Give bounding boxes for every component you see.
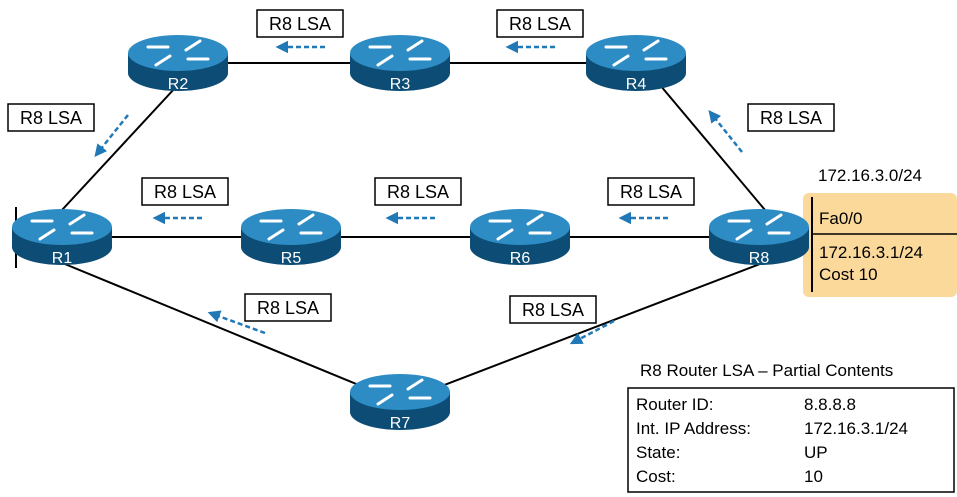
lsa-arrows	[94, 40, 743, 345]
arrow-r8-r4	[708, 110, 743, 153]
router-label: R7	[390, 415, 411, 432]
link-r4-r8	[659, 84, 766, 211]
router-label: R1	[52, 250, 73, 267]
router-r4: R4	[586, 35, 686, 93]
lsa-label-boxes: R8 LSA R8 LSA R8 LSA R8 LSA R8 LSA R8 LS…	[7, 9, 835, 324]
info-row-label: State:	[636, 443, 680, 462]
lsa-label-text: R8 LSA	[154, 182, 216, 202]
router-r7: R7	[350, 374, 450, 432]
link-r7-r8	[399, 261, 766, 403]
lsa-label-text: R8 LSA	[620, 182, 682, 202]
router-r5: R5	[241, 209, 341, 267]
lsa-label-text: R8 LSA	[509, 14, 571, 34]
info-row-label: Router ID:	[636, 395, 713, 414]
router-label: R8	[749, 250, 770, 267]
router-label: R2	[168, 76, 189, 93]
router-r8: R8	[709, 209, 809, 267]
router-arrows-icon	[259, 213, 323, 241]
router-arrows-icon	[604, 39, 668, 67]
router-r1: R1	[12, 209, 112, 267]
router-label: R4	[626, 76, 647, 93]
router-r2: R2	[128, 35, 228, 93]
lsa-label-r1-r5: R8 LSA	[141, 177, 229, 206]
info-row-value: 10	[804, 467, 823, 486]
arrow-r2-r1	[94, 114, 129, 157]
link-r2-r1	[61, 87, 176, 211]
info-table-title: R8 Router LSA – Partial Contents	[640, 361, 893, 380]
link-r1-r7	[59, 261, 401, 403]
lsa-label-r3-r4: R8 LSA	[496, 9, 584, 38]
links	[59, 62, 766, 403]
router-label: R3	[390, 76, 411, 93]
router-arrows-icon	[368, 378, 432, 406]
subnet-highlight	[803, 193, 957, 297]
router-arrows-icon	[30, 213, 94, 241]
router-arrows-icon	[368, 39, 432, 67]
lsa-label-r7-r8: R8 LSA	[509, 295, 597, 324]
info-row-value: 172.16.3.1/24	[804, 419, 908, 438]
info-table-box	[627, 387, 955, 493]
router-arrows-icon	[146, 39, 210, 67]
lsa-label-text: R8 LSA	[387, 182, 449, 202]
router-label: R6	[510, 250, 531, 267]
lsa-label-text: R8 LSA	[522, 300, 584, 320]
router-r6: R6	[470, 209, 570, 267]
lsa-label-r6-r8: R8 LSA	[607, 177, 695, 206]
arrow-r8-r7	[569, 319, 615, 345]
info-row-value: UP	[804, 443, 828, 462]
interface-name: Fa0/0	[819, 209, 862, 228]
info-row-label: Cost:	[636, 467, 676, 486]
lsa-label-r1-r7: R8 LSA	[244, 293, 332, 322]
lsa-label-r5-r6: R8 LSA	[374, 177, 462, 206]
router-arrows-icon	[727, 213, 791, 241]
lsa-label-text: R8 LSA	[269, 14, 331, 34]
info-row-label: Int. IP Address:	[636, 419, 751, 438]
arrow-r7-r1	[207, 310, 266, 335]
router-r3: R3	[350, 35, 450, 93]
router-arrows-icon	[488, 213, 552, 241]
interface-address: 172.16.3.1/24	[819, 243, 923, 262]
lsa-label-r2-r3: R8 LSA	[256, 9, 344, 38]
lsa-label-r2-r1: R8 LSA	[7, 103, 95, 132]
subnet-network: 172.16.3.0/24	[818, 166, 922, 185]
lsa-label-text: R8 LSA	[760, 108, 822, 128]
lsa-label-text: R8 LSA	[257, 298, 319, 318]
lsa-label-text: R8 LSA	[20, 108, 82, 128]
router-label: R5	[281, 250, 302, 267]
info-row-value: 8.8.8.8	[804, 395, 856, 414]
interface-cost: Cost 10	[819, 265, 878, 284]
lsa-label-r4-r8: R8 LSA	[747, 103, 835, 132]
